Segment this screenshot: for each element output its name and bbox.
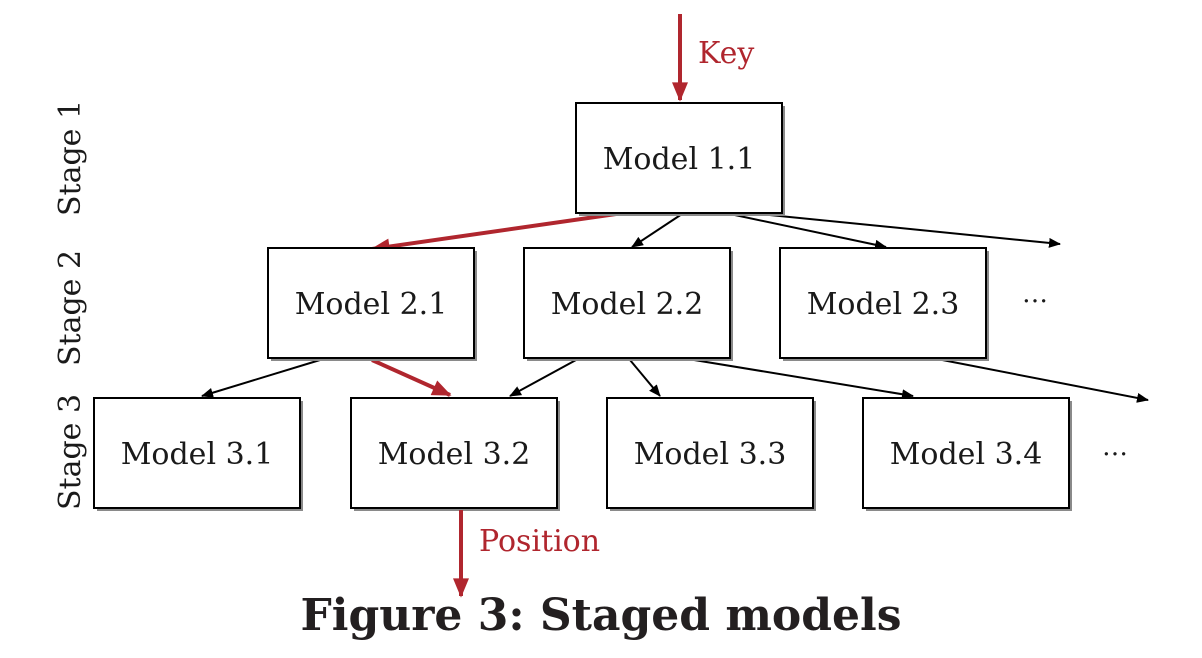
model-1-1-label: Model 1.1 [603, 142, 756, 177]
edge-m11-ellipsis [739, 211, 1061, 248]
model-2-3-label: Model 2.3 [807, 287, 960, 322]
model-2-1-label: Model 2.1 [295, 287, 448, 322]
stage-3-ellipsis: … [1102, 432, 1128, 462]
model-2-2-box: Model 2.2 [523, 247, 733, 361]
model-3-3-label: Model 3.3 [634, 437, 787, 472]
stage-2-ellipsis: … [1022, 279, 1048, 309]
edge-m21-m31 [201, 359, 321, 398]
model-3-2-box: Model 3.2 [350, 397, 560, 511]
model-3-1-box: Model 3.1 [93, 397, 303, 511]
edge-m22-m32 [509, 359, 577, 397]
stage-2-label: Stage 2 [53, 250, 88, 366]
stage-3-label: Stage 3 [53, 394, 88, 510]
figure-caption: Figure 3: Staged models [301, 590, 902, 641]
model-1-1-box: Model 1.1 [575, 102, 785, 216]
edge-m22-m33 [629, 359, 661, 397]
edge-m11-m23 [729, 213, 887, 250]
model-2-3-box: Model 2.3 [779, 247, 989, 361]
model-2-1-box: Model 2.1 [267, 247, 477, 361]
model-3-1-label: Model 3.1 [121, 437, 274, 472]
edge-m11-m21 [370, 210, 631, 255]
edge-m23-ellipsis [931, 357, 1149, 403]
stage-1-label: Stage 1 [53, 100, 88, 216]
edge-m21-m32 [371, 358, 452, 397]
edge-m22-m34 [681, 357, 914, 400]
model-3-4-label: Model 3.4 [890, 437, 1043, 472]
model-2-2-label: Model 2.2 [551, 287, 704, 322]
position-label: Position [479, 524, 600, 559]
edge-m11-m22 [631, 213, 683, 248]
key-label: Key [698, 36, 754, 71]
model-3-3-box: Model 3.3 [606, 397, 816, 511]
model-3-2-label: Model 3.2 [378, 437, 531, 472]
model-3-4-box: Model 3.4 [862, 397, 1072, 511]
